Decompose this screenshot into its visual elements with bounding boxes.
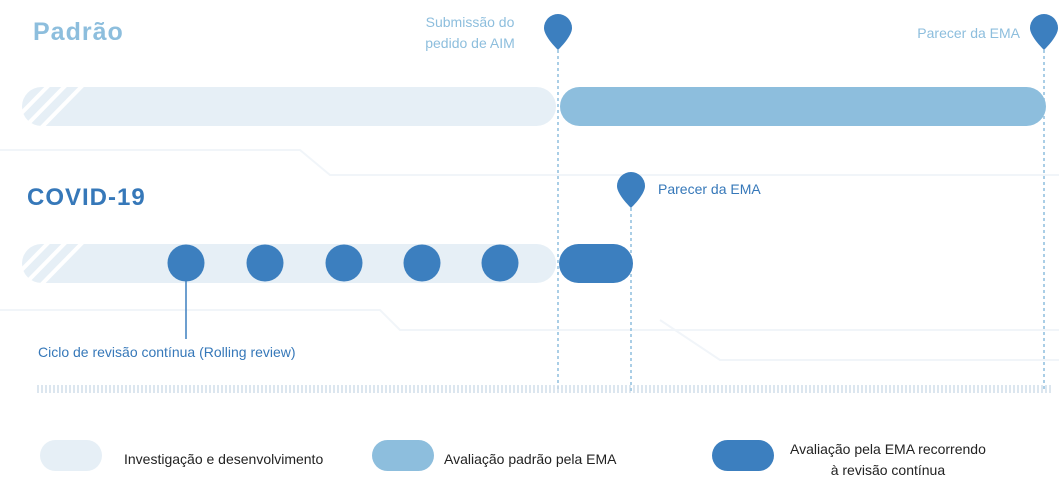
review-cycle-dot-2: [246, 244, 284, 282]
review-cycle-dot-4: [403, 244, 441, 282]
submission-pin-icon: [544, 14, 572, 50]
covid-opinion-pin-icon: [617, 172, 645, 208]
time-axis-ticks: [37, 385, 1051, 393]
submission-label-line2: pedido de AIM: [425, 35, 515, 51]
rolling-review-label: Ciclo de revisão contínua (Rolling revie…: [38, 344, 296, 360]
standard-review-bar: [560, 87, 1046, 126]
legend-rolling-swatch: [712, 440, 774, 471]
covid-rolling-review-bar: [559, 244, 633, 283]
legend-rolling-label: Avaliação pela EMA recorrendo à revisão …: [790, 439, 986, 481]
legend-rolling-label-line1: Avaliação pela EMA recorrendo: [790, 441, 986, 457]
submission-label-line1: Submissão do: [425, 14, 515, 30]
standard-research-bar: [20, 87, 556, 127]
legend-standard-swatch: [372, 440, 434, 471]
legend-rolling-label-line2: à revisão contínua: [830, 462, 946, 478]
legend-research-label: Investigação e desenvolvimento: [124, 451, 324, 467]
submission-label: Submissão do pedido de AIM: [400, 12, 540, 54]
review-cycle-dot-5: [481, 244, 519, 282]
standard-opinion-label: Parecer da EMA: [917, 25, 1020, 41]
covid-section-title: COVID-19: [27, 184, 146, 211]
standard-opinion-pin-icon: [1030, 14, 1058, 50]
legend-standard-label: Avaliação padrão pela EMA: [444, 451, 617, 467]
legend-research-swatch: [40, 440, 102, 471]
review-cycle-dot-1: [167, 244, 205, 282]
covid-opinion-label: Parecer da EMA: [658, 181, 761, 197]
review-cycle-dot-3: [325, 244, 363, 282]
standard-section-title: Padrão: [33, 18, 124, 46]
background-decoration: [0, 149, 1059, 361]
